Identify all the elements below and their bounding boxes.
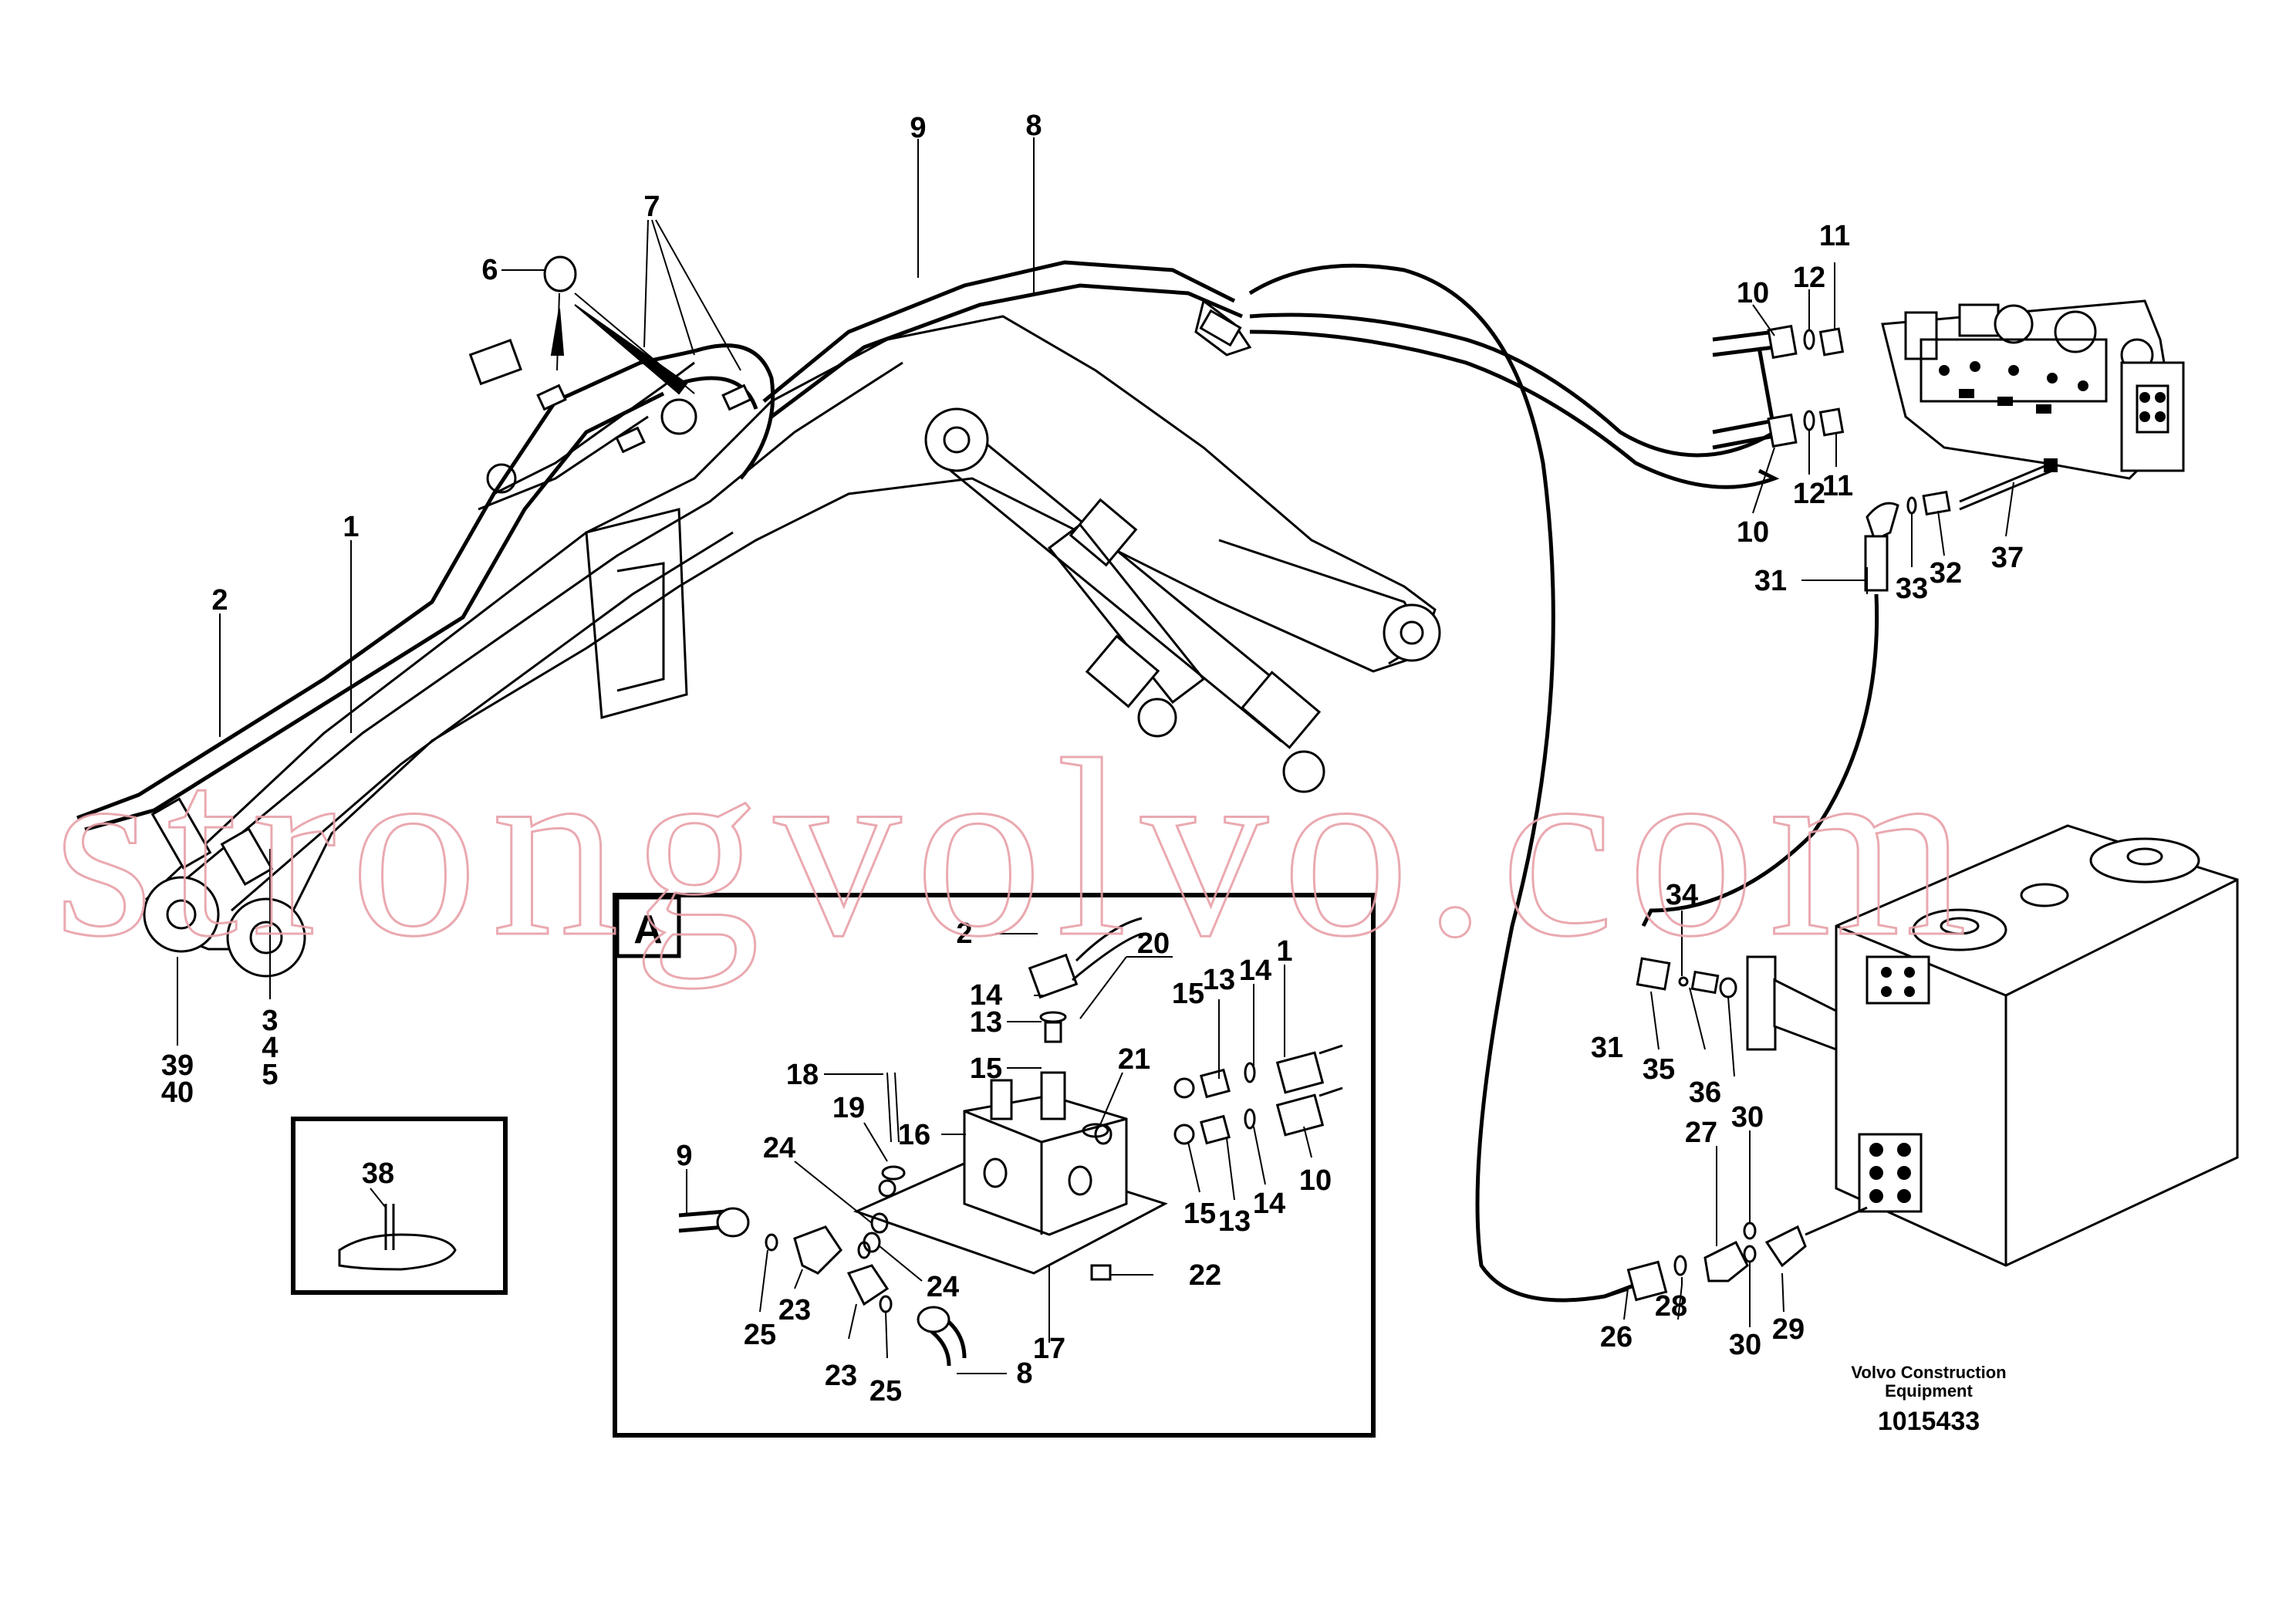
boom-hoses [76, 260, 1780, 1303]
callout-12-bottom: 12 [1793, 478, 1825, 510]
callout-34: 34 [1666, 879, 1698, 911]
callout-40: 40 [161, 1076, 194, 1109]
callout-27: 27 [1685, 1117, 1717, 1149]
fittings-31-37 [1641, 458, 2058, 928]
detail-callout-14c: 14 [1253, 1188, 1285, 1220]
callout-7: 7 [643, 191, 660, 223]
hydraulic-tank [1835, 824, 2239, 1267]
detail-callout-20: 20 [1137, 928, 1170, 960]
callout-29: 29 [1772, 1313, 1805, 1346]
watermark-text: strongvolvo.com [54, 708, 1980, 989]
callout-28: 28 [1655, 1290, 1687, 1323]
callout-1: 1 [343, 511, 359, 543]
detail-callout-23a: 23 [778, 1294, 811, 1326]
callout-4: 4 [262, 1032, 278, 1064]
callout-31-top: 31 [1754, 565, 1787, 597]
detail-callout-14a: 14 [970, 979, 1002, 1012]
callout-11-top: 11 [1819, 220, 1850, 252]
detail-a-label: A [633, 907, 663, 952]
callout-30-top: 30 [1731, 1101, 1764, 1134]
detail-callout-1: 1 [1276, 935, 1292, 968]
detail-callout-21: 21 [1118, 1043, 1150, 1076]
detail-callout-15a: 15 [970, 1053, 1002, 1085]
detail-callout-15c: 15 [1172, 978, 1204, 1010]
detail-a-frame: A [613, 893, 1376, 1438]
company-line-1: Volvo Construction [1851, 1363, 2006, 1382]
callout-35: 35 [1643, 1053, 1675, 1086]
boom-pivot-left [143, 876, 220, 953]
callout-6: 6 [481, 254, 498, 286]
detail-callout-13b: 13 [1203, 964, 1235, 996]
fittings-34-36 [1636, 955, 1838, 1052]
detail-callout-24b: 24 [927, 1271, 959, 1303]
detail-callout-15b: 15 [1183, 1198, 1216, 1230]
detail-callout-13c: 13 [1218, 1205, 1251, 1238]
detail-callout-16: 16 [898, 1119, 930, 1151]
detail-callout-25a: 25 [744, 1319, 776, 1351]
control-valve-block [1881, 299, 2185, 480]
detail-callout-25b: 25 [869, 1375, 902, 1407]
company-line-2: Equipment [1885, 1381, 1973, 1401]
detail-callout-2: 2 [956, 917, 972, 950]
fittings-upper-row [1712, 324, 1845, 450]
callout-12-top: 12 [1793, 262, 1825, 294]
detail-callout-9: 9 [676, 1140, 692, 1172]
hydraulic-cylinder-upper [924, 407, 1325, 793]
callout-39: 39 [161, 1049, 194, 1082]
drawing-number: 1015433 [1878, 1407, 1980, 1436]
detail-callout-19: 19 [832, 1092, 865, 1124]
callout-9: 9 [910, 112, 926, 144]
callout-26: 26 [1600, 1321, 1633, 1353]
detail-38-box [291, 1117, 508, 1295]
callout-10-top: 10 [1737, 277, 1769, 309]
callout-38: 38 [362, 1157, 394, 1190]
detail-callout-23b: 23 [825, 1360, 857, 1392]
callout-37: 37 [1991, 542, 2024, 574]
callout-31-bottom: 31 [1591, 1032, 1623, 1064]
detail-callout-13a: 13 [970, 1006, 1002, 1039]
callout-2: 2 [211, 584, 228, 617]
callout-10-bottom: 10 [1737, 516, 1769, 549]
callout-3: 3 [262, 1005, 278, 1037]
title-block: Volvo Construction Equipment 1015433 [1851, 1363, 2006, 1436]
callout-32: 32 [1930, 557, 1962, 590]
detail-callout-8: 8 [1016, 1357, 1032, 1390]
excavator-boom-drawing [143, 315, 1441, 978]
detail-a-parts [678, 917, 1343, 1367]
o-ring-item-6 [543, 255, 577, 292]
detail-callout-18: 18 [786, 1059, 819, 1091]
hydraulic-cylinder-lower [1047, 522, 1206, 738]
callout-36: 36 [1689, 1076, 1721, 1109]
detail-callout-14b: 14 [1239, 955, 1271, 987]
detail-callout-22: 22 [1189, 1259, 1221, 1292]
detail-callout-10: 10 [1299, 1164, 1332, 1197]
detail-callout-17: 17 [1033, 1333, 1065, 1365]
callout-8: 8 [1025, 110, 1042, 142]
callout-11-bottom: 11 [1822, 470, 1853, 502]
callout-33: 33 [1896, 573, 1928, 605]
boom-pivot-right [226, 897, 306, 978]
fittings-26-30 [1604, 1206, 1868, 1302]
detail-callout-24a: 24 [763, 1132, 795, 1164]
callout-30-bottom: 30 [1729, 1329, 1761, 1361]
callout-5: 5 [262, 1059, 278, 1091]
leader-lines [177, 137, 2014, 1374]
callout-labels: 9 8 7 6 1 2 3 4 5 39 40 10 12 11 10 12 1… [161, 110, 2024, 1361]
detail-a-callouts: 2 20 14 13 15 18 19 16 21 15 13 14 1 15 … [676, 917, 1332, 1407]
